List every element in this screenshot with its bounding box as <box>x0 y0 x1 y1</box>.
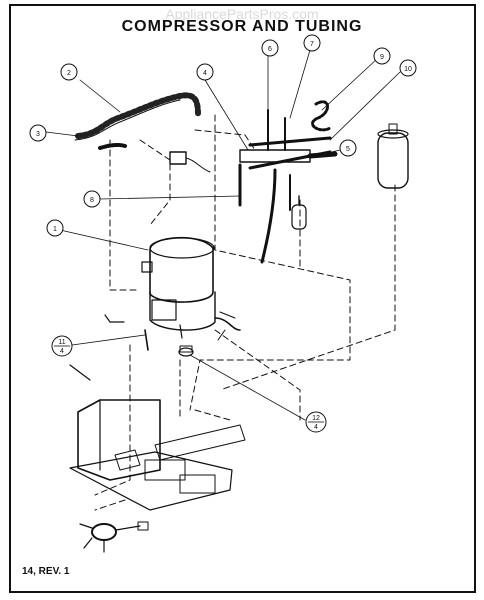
callout-3 <box>29 124 47 142</box>
compressor <box>141 236 241 341</box>
leader-lines <box>45 49 401 421</box>
callout-8 <box>83 190 101 208</box>
wire-connector <box>169 151 187 165</box>
diagram-title: COMPRESSOR AND TUBING <box>121 18 363 35</box>
callout-1 <box>46 219 64 237</box>
callout-7-label: 7 <box>310 41 314 48</box>
callout-8-label: 8 <box>90 197 94 204</box>
watermark: AppliancePartsPros.com <box>165 6 319 22</box>
discharge-tube <box>75 92 201 139</box>
callout-10-label: 10 <box>404 66 412 73</box>
callout-4 <box>196 63 214 81</box>
callout-12-num: 12 <box>312 415 320 422</box>
callout-6-label: 6 <box>268 46 272 53</box>
callout-5-label: 5 <box>346 146 350 153</box>
mounting-screw <box>144 329 149 351</box>
callout-7 <box>303 34 321 52</box>
wire-harness <box>79 521 149 553</box>
callout-1-label: 1 <box>53 226 57 233</box>
callout-circles <box>29 34 417 433</box>
revision-footer: 14, REV. 1 <box>22 566 70 577</box>
callout-3-label: 3 <box>36 131 40 138</box>
callout-2 <box>60 63 78 81</box>
mounting-grommet <box>178 345 194 357</box>
callout-2-label: 2 <box>67 70 71 77</box>
bracket <box>104 314 125 323</box>
base-pan <box>69 399 246 511</box>
diagram-frame <box>9 4 476 593</box>
callout-9-label: 9 <box>380 54 384 61</box>
callout-10 <box>399 59 417 77</box>
callout-5 <box>339 139 357 157</box>
callout-12-den: 4 <box>314 424 318 431</box>
assembly-dashed-lines <box>94 114 396 511</box>
callout-9 <box>373 47 391 65</box>
tube-outline <box>74 99 181 141</box>
accumulator <box>291 195 307 230</box>
callout-6 <box>261 39 279 57</box>
valve-assembly <box>238 100 338 264</box>
callout-11-num: 11 <box>58 339 65 346</box>
callout-11-den: 4 <box>60 348 64 355</box>
filter-drier <box>377 123 409 189</box>
callout-4-label: 4 <box>203 70 207 77</box>
